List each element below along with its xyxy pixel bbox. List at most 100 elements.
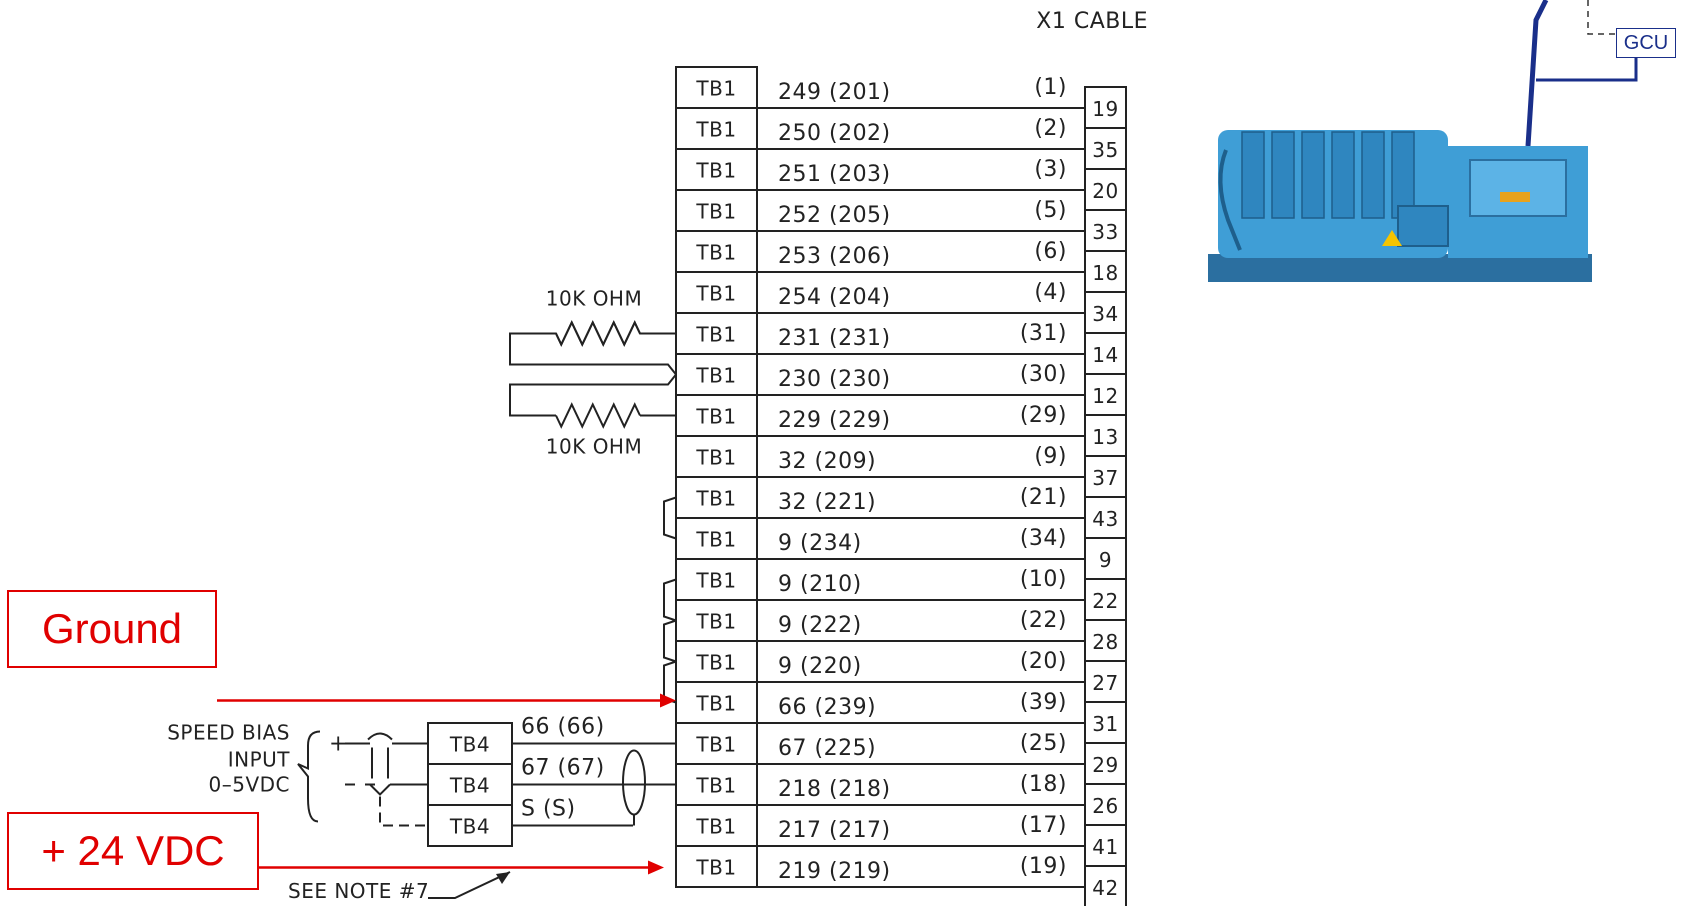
- wire-number: 67 (225): [778, 736, 876, 761]
- wire-paren-number: (30): [1020, 362, 1067, 387]
- callout-arrows: [210, 693, 676, 875]
- warning-triangle: [1382, 230, 1402, 246]
- resistor-zigzag-upper: [555, 320, 641, 347]
- wire-paren-number: (18): [1020, 772, 1067, 797]
- wire-paren-number: (39): [1020, 690, 1067, 715]
- wire-number: 252 (205): [778, 203, 891, 228]
- tb1-terminal-label: TB1: [695, 200, 736, 224]
- pin-number: 19: [1092, 97, 1118, 121]
- wire-paren-number: (5): [1034, 198, 1067, 223]
- gcu-dashed-link: [1587, 0, 1616, 35]
- wire-number: 253 (206): [778, 244, 891, 269]
- resistor-zigzag-lower: [555, 402, 641, 429]
- tb1-terminal-label: TB1: [695, 364, 736, 388]
- x1-cable-label: X1 CABLE: [1036, 9, 1148, 34]
- tb1-terminal-label: TB1: [695, 241, 736, 265]
- wire-paren-number: (17): [1020, 813, 1067, 838]
- tb1-terminal-label: TB1: [695, 856, 736, 880]
- tb1-terminal-label: TB1: [695, 405, 736, 429]
- wire-number: 229 (229): [778, 408, 891, 433]
- wire-number: 230 (230): [778, 367, 891, 392]
- speed-bias-line1: SPEED BIAS: [167, 721, 290, 745]
- wire-paren-number: (4): [1034, 280, 1067, 305]
- shield-cone: [367, 732, 393, 741]
- wire-paren-number: (1): [1034, 75, 1067, 100]
- pin-number: 34: [1092, 302, 1118, 326]
- engine-pipe: [1218, 149, 1242, 251]
- wire-paren-number: (10): [1020, 567, 1067, 592]
- pin-number: 35: [1092, 138, 1118, 162]
- wire-number: 9 (234): [778, 531, 862, 556]
- pin-number: 37: [1092, 466, 1118, 490]
- resistor-loop-lower: [509, 373, 677, 417]
- vdc-callout: + 24 VDC: [7, 812, 259, 890]
- pin-number: 28: [1092, 630, 1118, 654]
- tb4-wire-number: 67 (67): [521, 756, 605, 781]
- wire-paren-number: (20): [1020, 649, 1067, 674]
- tb4-wire-number: S (S): [521, 797, 576, 822]
- pin-number: 42: [1092, 876, 1118, 900]
- shield-symbol: [622, 749, 646, 816]
- tb1-terminal-label: TB1: [695, 692, 736, 716]
- wire-number: 32 (209): [778, 449, 876, 474]
- speed-bias-line3: 0–5VDC: [209, 773, 291, 797]
- plus-sign: +: [329, 732, 348, 757]
- tb1-terminal-label: TB1: [695, 282, 736, 306]
- wire-number: 251 (203): [778, 162, 891, 187]
- pin-number: 26: [1092, 794, 1118, 818]
- see-note-leader: [428, 871, 511, 899]
- see-note-label: SEE NOTE #7: [288, 879, 429, 903]
- engine-cylinder: [1361, 131, 1385, 219]
- wire-number: 9 (222): [778, 613, 862, 638]
- pin-box: [1084, 865, 1127, 906]
- tb1-terminal-label: TB1: [695, 77, 736, 101]
- pin-number: 31: [1092, 712, 1118, 736]
- wire-number: 66 (239): [778, 695, 876, 720]
- resistor-label-lower: 10K OHM: [546, 435, 642, 459]
- engine-cylinder: [1331, 131, 1355, 219]
- engine-cylinder: [1271, 131, 1295, 219]
- wire-number: 218 (218): [778, 777, 891, 802]
- tb1-terminal-label: TB1: [695, 487, 736, 511]
- wire-number: 219 (219): [778, 859, 891, 884]
- speed-bias-wires: [345, 742, 428, 786]
- shield-cone-sides: [371, 747, 389, 779]
- tb1-terminal-label: TB1: [695, 815, 736, 839]
- vdc-arrowhead: [648, 860, 664, 875]
- pin-number: 12: [1092, 384, 1118, 408]
- speed-bias-line2: INPUT: [228, 748, 291, 772]
- pin-number: 29: [1092, 753, 1118, 777]
- resistor-label-upper: 10K OHM: [546, 287, 642, 311]
- tb4-terminal-label: TB4: [449, 774, 490, 798]
- engine-cylinder: [1241, 131, 1265, 219]
- pin-number: 43: [1092, 507, 1118, 531]
- tb1-terminal-label: TB1: [695, 610, 736, 634]
- wire-number: 9 (220): [778, 654, 862, 679]
- wire-number: 231 (231): [778, 326, 891, 351]
- gcu-cable: [1525, 0, 1549, 147]
- shield-ground-wire: [379, 796, 428, 827]
- tb1-terminal-box: [675, 845, 758, 888]
- tb1-terminal-label: TB1: [695, 569, 736, 593]
- jumper-wire: [663, 496, 677, 540]
- tb1-terminal-label: TB1: [695, 528, 736, 552]
- tb1-terminal-label: TB1: [695, 733, 736, 757]
- ground-callout: Ground: [7, 590, 217, 668]
- wire-number: 254 (204): [778, 285, 891, 310]
- tb1-terminal-label: TB1: [695, 774, 736, 798]
- tb4-wire-number: 66 (66): [521, 715, 605, 740]
- wire-number: 249 (201): [778, 80, 891, 105]
- resistor-upper: [509, 320, 677, 376]
- wire-paren-number: (21): [1020, 485, 1067, 510]
- pin-number: 18: [1092, 261, 1118, 285]
- gcu-box: GCU: [1616, 28, 1676, 58]
- tb1-terminal-label: TB1: [695, 651, 736, 675]
- engine-cylinder: [1301, 131, 1325, 219]
- wire-number: 217 (217): [778, 818, 891, 843]
- tb4-terminal-label: TB4: [449, 815, 490, 839]
- wire-paren-number: (2): [1034, 116, 1067, 141]
- wire-paren-number: (34): [1020, 526, 1067, 551]
- wire-paren-number: (29): [1020, 403, 1067, 428]
- wire-paren-number: (6): [1034, 239, 1067, 264]
